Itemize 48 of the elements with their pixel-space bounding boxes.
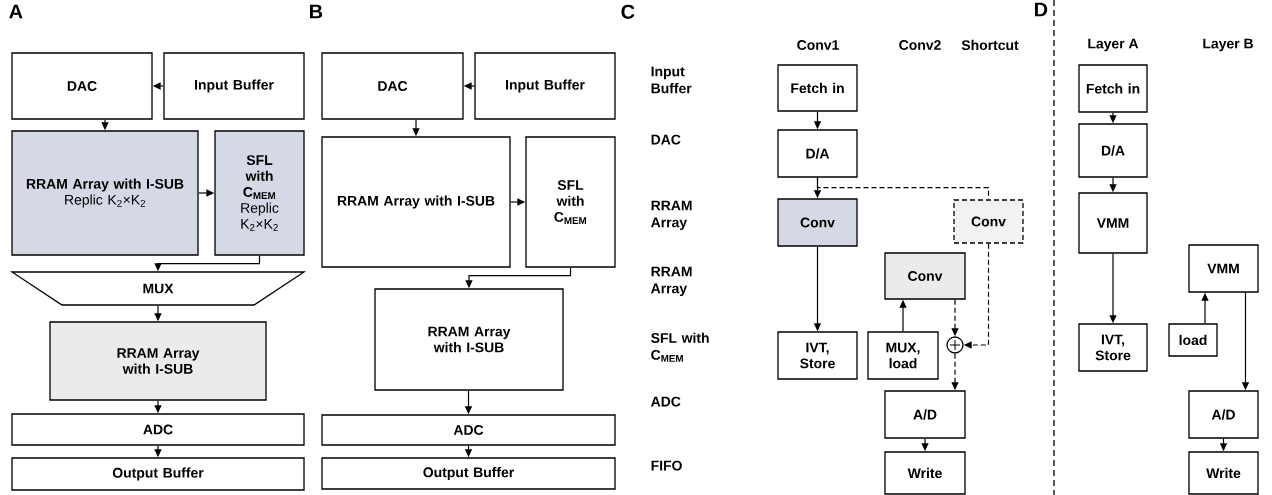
column-heading: Conv2 [899,40,941,50]
row-label: RRAM Array [651,266,692,297]
summing-junction [946,336,964,354]
row-label: SFL with C$_{MEM}$ [651,332,709,362]
row-label: ADC [651,396,681,407]
process-box: DAC [11,52,153,120]
column-heading: Layer B [1203,38,1253,52]
process-box: SFL with C$_{MEM}$ [525,136,616,268]
column-heading: Shortcut [961,39,1019,51]
row-label: RRAM Array [651,200,692,231]
process-box: VMM [1078,192,1148,254]
process-box: D/A [777,129,858,178]
row-label: FIFO [651,460,682,471]
row-label: DAC [651,134,681,145]
process-box: RRAM Array with I-SUB [374,288,564,391]
process-box: A/D [1188,390,1259,439]
process-box: Write [884,451,966,495]
process-box: Input Buffer [474,52,616,120]
process-box: RRAM Array with I-SUB Replic K$_{2}$×K$_{2}$ [11,130,199,256]
panel-letter: C [621,4,635,19]
process-box: DAC [321,52,464,120]
process-box: Fetch in [1078,64,1148,113]
process-box: RRAM Array with I-SUB [49,321,267,401]
row-label: Input Buffer [651,66,692,94]
process-box: IVT, Store [777,331,858,380]
process-box: MUX, load [867,331,939,380]
process-box: D/A [1078,123,1148,178]
process-box: IVT, Store [1078,323,1148,372]
process-box: ADC [321,414,616,446]
process-box: Input Buffer [163,52,305,120]
process-box: SFL with C$_{MEM}$ Replic K$_{2}$×K$_{2}$ [214,130,305,256]
process-box: Output Buffer [321,457,616,490]
process-box: VMM [1188,244,1259,293]
process-box: Output Buffer [11,457,305,491]
process-box: Conv [884,252,966,300]
panel-letter: A [9,4,23,19]
panel-letter: D [1035,2,1048,17]
column-heading: Layer A [1088,38,1139,52]
process-box: Conv [777,198,858,247]
process-box: A/D [884,390,966,439]
column-heading: Conv1 [797,40,839,50]
process-box: Fetch in [777,64,858,112]
process-box: Conv [953,199,1024,244]
process-box: ADC [11,413,305,446]
process-box: RRAM Array with I-SUB [321,136,511,268]
panel-letter: B [310,4,323,19]
process-box: load [1168,323,1218,357]
process-box: Write [1188,451,1259,495]
